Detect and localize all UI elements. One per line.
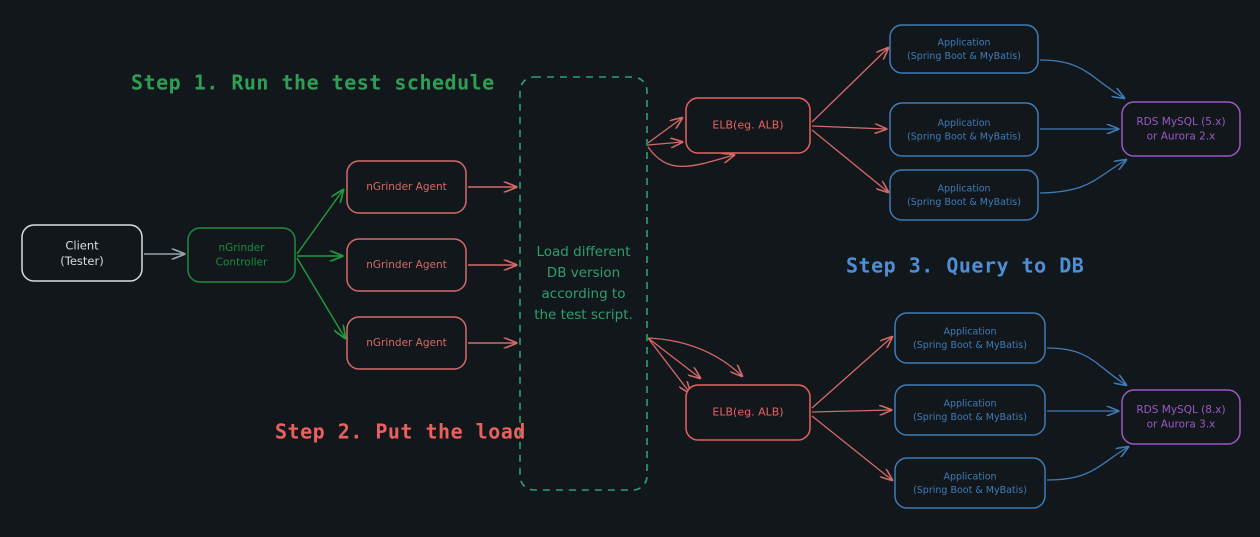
- node-db-bottom[interactable]: RDS MySQL (8.x)or Aurora 3.x: [1121, 389, 1241, 445]
- edges-note-to-elb-bottom: [647, 337, 742, 393]
- step-label-step2: Step 2. Put the load: [275, 420, 526, 444]
- node-app-top-2[interactable]: Application(Spring Boot & MyBatis): [889, 102, 1039, 157]
- node-agent-1-border: [346, 160, 467, 214]
- db-version-note-border: [519, 76, 648, 491]
- node-app-bot-2-border: [894, 384, 1046, 436]
- node-controller-border: [187, 227, 296, 283]
- node-app-top-2-border: [889, 102, 1039, 157]
- node-db-top-border: [1121, 101, 1241, 157]
- node-agent-3-border: [346, 316, 467, 370]
- node-elb-top-border: [685, 97, 811, 154]
- node-client[interactable]: Client(Tester): [21, 224, 143, 282]
- node-db-top[interactable]: RDS MySQL (5.x)or Aurora 2.x: [1121, 101, 1241, 157]
- step-label-step1: Step 1. Run the test schedule: [131, 71, 495, 95]
- node-db-bottom-border: [1121, 389, 1241, 445]
- node-app-top-3-border: [889, 169, 1039, 221]
- node-app-bot-1-border: [894, 312, 1046, 364]
- edges-controller-to-agents: [296, 190, 345, 338]
- edges-agents-to-note: [468, 187, 516, 343]
- node-client-border: [21, 224, 143, 282]
- node-elb-bottom-border: [685, 384, 811, 441]
- edges-note-to-elb-top: [647, 118, 734, 167]
- node-app-bot-3-border: [894, 457, 1046, 509]
- node-app-bot-2[interactable]: Application(Spring Boot & MyBatis): [894, 384, 1046, 436]
- node-agent-3[interactable]: nGrinder Agent: [346, 316, 467, 370]
- node-app-bot-3[interactable]: Application(Spring Boot & MyBatis): [894, 457, 1046, 509]
- node-agent-1[interactable]: nGrinder Agent: [346, 160, 467, 214]
- node-app-top-1-border: [889, 24, 1039, 74]
- edges-apps-to-db-top: [1039, 59, 1126, 194]
- step-label-step3: Step 3. Query to DB: [846, 254, 1084, 278]
- node-elb-top[interactable]: ELB(eg. ALB): [685, 97, 811, 154]
- node-agent-2-border: [346, 238, 467, 292]
- node-app-bot-1[interactable]: Application(Spring Boot & MyBatis): [894, 312, 1046, 364]
- node-agent-2[interactable]: nGrinder Agent: [346, 238, 467, 292]
- edges-apps-to-db-bottom: [1046, 347, 1128, 481]
- node-app-top-3[interactable]: Application(Spring Boot & MyBatis): [889, 169, 1039, 221]
- node-elb-bottom[interactable]: ELB(eg. ALB): [685, 384, 811, 441]
- edges-elb-top-to-apps: [811, 48, 888, 192]
- edges-elb-bottom-to-apps: [811, 337, 892, 480]
- node-app-top-1[interactable]: Application(Spring Boot & MyBatis): [889, 24, 1039, 74]
